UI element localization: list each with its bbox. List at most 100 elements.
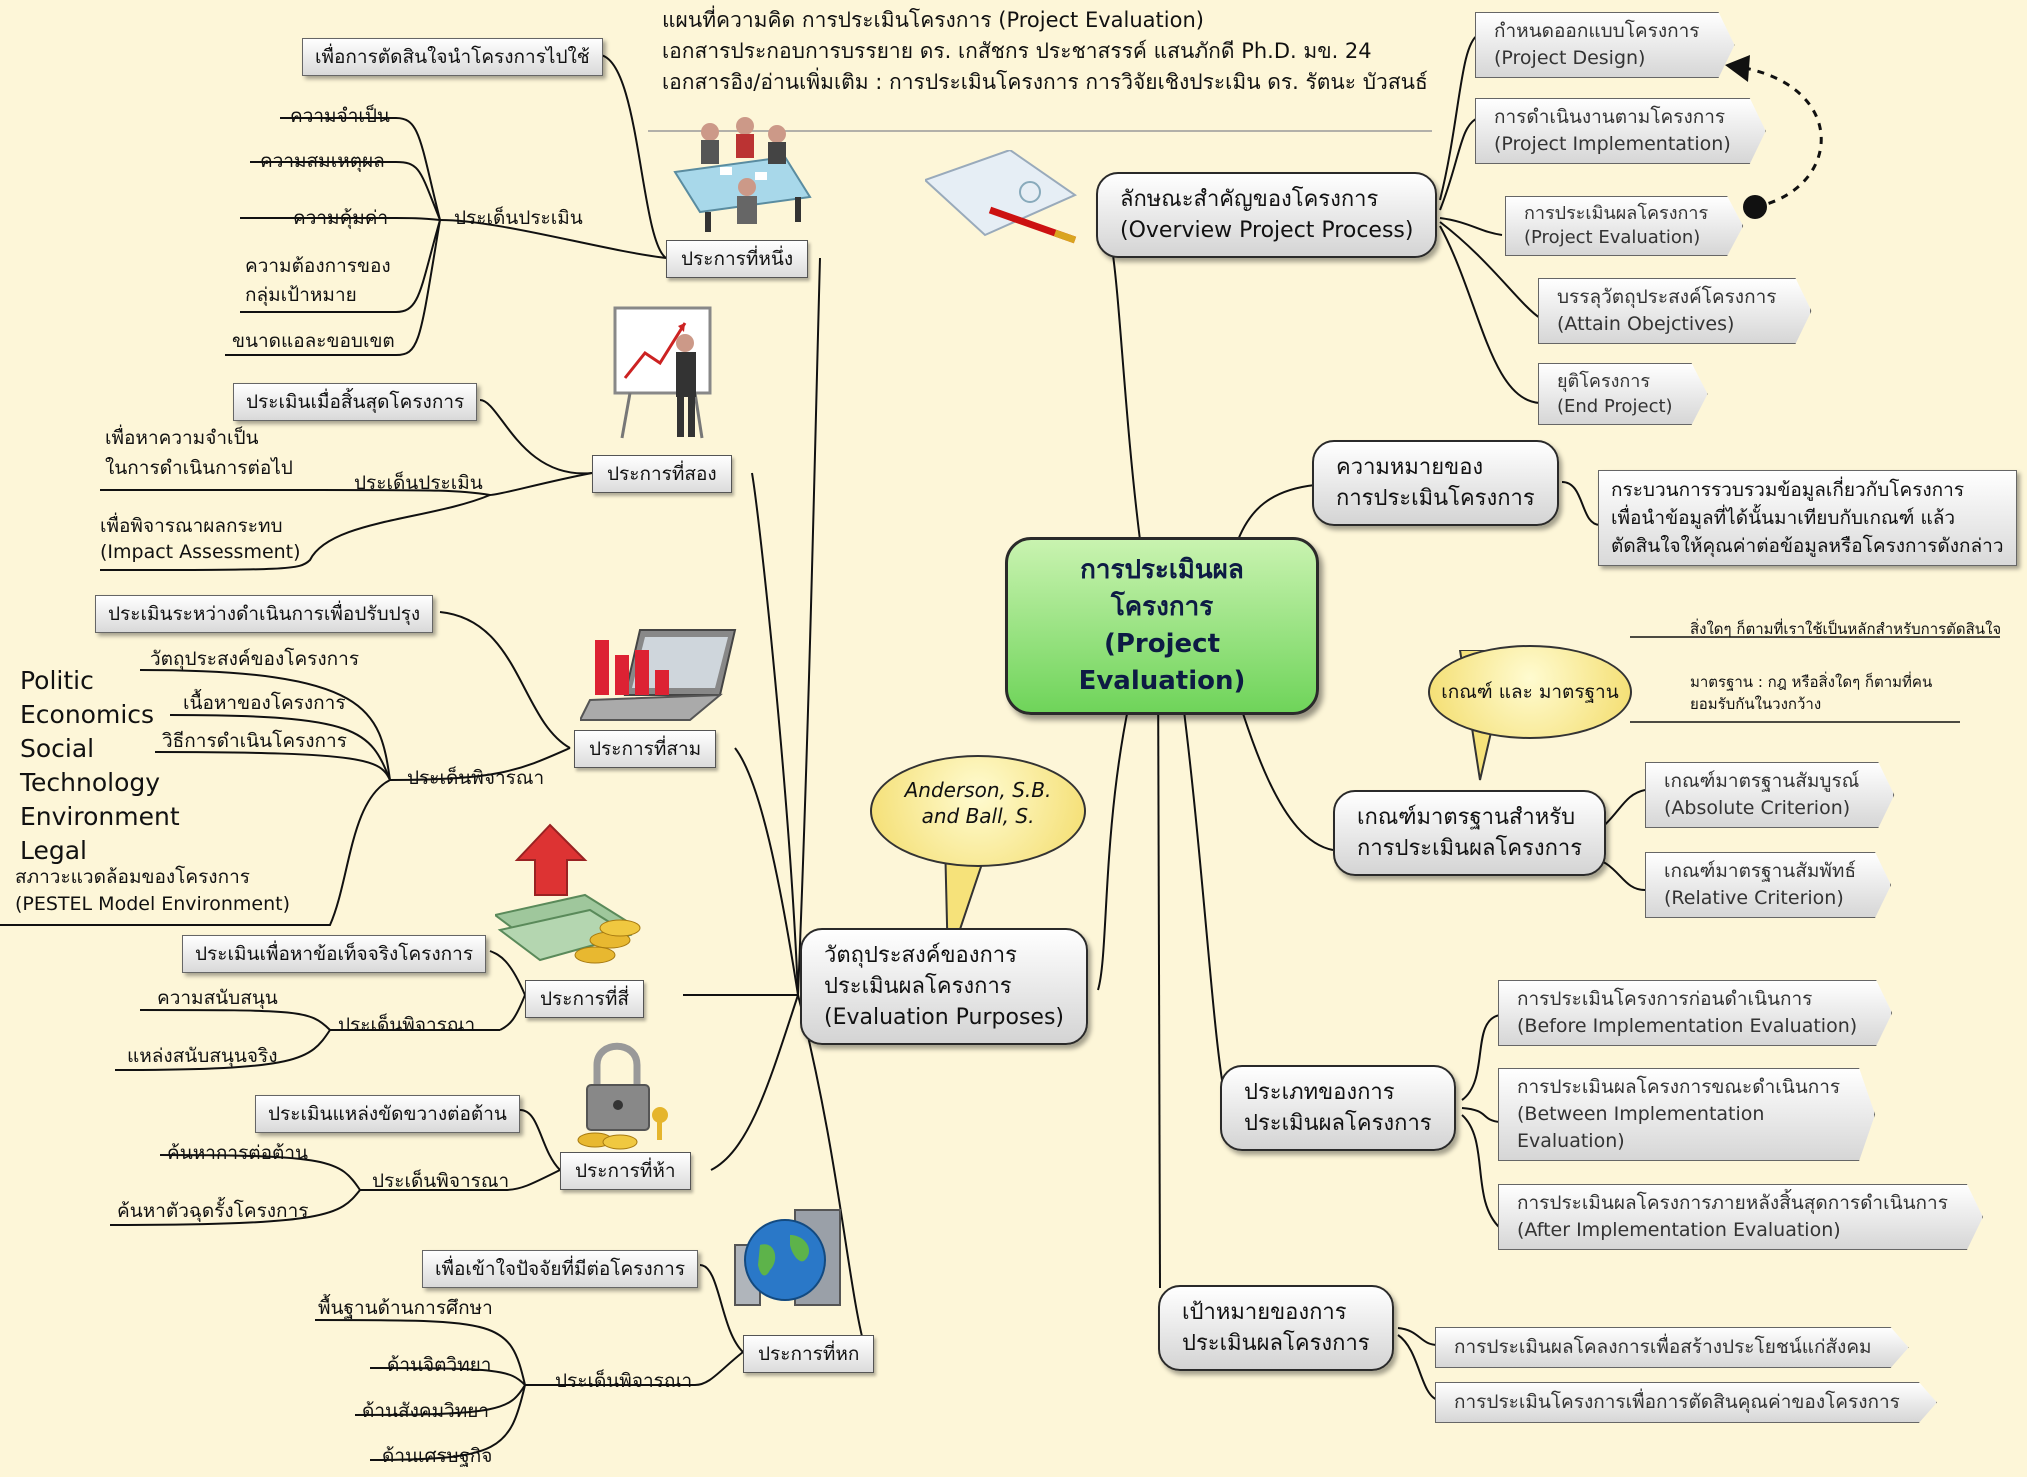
leaf: เนื้อหาของโครงการ [183,692,346,714]
bubble-line: and Ball, S. [921,804,1035,828]
tag-branch-3[interactable]: ประการที่สาม [574,730,717,768]
types-item-between[interactable]: การประเมินผลโครงการขณะดำเนินการ (Between… [1498,1068,1875,1161]
overview-node[interactable]: ลักษณะสำคัญของโครงการ (Overview Project … [1096,172,1438,258]
item-th: การประเมินโครงการก่อนดำเนินการ [1517,988,1813,1010]
item-en: (Absolute Criterion) [1664,797,1851,819]
item-en: (Relative Criterion) [1664,887,1844,909]
leaf: ค้นหาตัวฉุดรั้งโครงการ [117,1200,309,1222]
pestel-item: Environment [20,802,180,831]
criteria-note-1: สิ่งใดๆ ก็ตามที่เราใช้เป็นหลักสำหรับการต… [1690,620,2002,638]
money-arrow-illustration [495,823,641,964]
goals-item-value[interactable]: การประเมินโครงการเพื่อการตัดสินคุณค่าของ… [1435,1382,1937,1423]
note-underline [1630,636,2000,638]
tag-branch-5[interactable]: ประการที่ห้า [560,1152,691,1190]
definition-line: กระบวนการรวบรวมข้อมูลเกี่ยวกับโครงการ [1611,479,1965,501]
leaf: วิธีการดำเนินโครงการ [162,730,347,752]
leaf: ความต้องการของ [245,255,391,277]
pestel-item: Economics [20,700,155,729]
laptop-chart-illustration [580,629,737,721]
issue-branch-6: ประเด็นพิจารณา [555,1370,693,1392]
box-branch-1: เพื่อการตัดสินใจนำโครงการไปใช้ [302,38,603,76]
types-node[interactable]: ประเภทของการ ประเมินผลโครงการ [1220,1065,1456,1151]
item-en: (End Project) [1557,396,1673,417]
overview-item-design[interactable]: กำหนดออกแบบโครงการ (Project Design) [1475,12,1735,78]
anderson-bubble: Anderson, S.B. and Ball, S. [870,755,1086,867]
central-topic-th: การประเมินผลโครงการ [1080,555,1244,622]
criteria-note-2b: ยอมรับกันในวงกว้าง [1690,695,1822,713]
item-en: (After Implementation Evaluation) [1517,1219,1841,1241]
meaning-definition: กระบวนการรวบรวมข้อมูลเกี่ยวกับโครงการ เพ… [1598,470,2017,566]
leaf: ขนาดแอละขอบเขต [232,330,395,352]
meaning-subtitle: การประเมินโครงการ [1336,486,1535,511]
overview-item-objectives[interactable]: บรรลุวัตถุประสงค์โครงการ (Attain Obejcti… [1538,278,1811,344]
purposes-node[interactable]: วัตถุประสงค์ของการ ประเมินผลโครงการ (Eva… [800,928,1088,1045]
box-branch-5: ประเมินแหล่งขัดขวางต่อต้าน [255,1095,520,1133]
pestel-list: Politic Economics Social Technology Envi… [20,664,180,868]
overview-item-end[interactable]: ยุติโครงการ (End Project) [1538,363,1708,425]
leaf: เพื่อพิจารณาผลกระทบ [100,515,283,537]
leaf: ด้านสังคมวิทยา [362,1400,490,1422]
header-line-2: เอกสารประกอบการบรรยาย ดร. เกสัชกร ประชาส… [662,39,1372,63]
header-line-3: เอกสารอิง/อ่านเพิ่มเติม : การประเมินโครง… [662,70,1428,94]
goals-node[interactable]: เป้าหมายของการ ประเมินผลโครงการ [1158,1285,1394,1371]
goals-subtitle: ประเมินผลโครงการ [1182,1331,1370,1356]
leaf: แหล่งสนับสนุนจริง [127,1045,278,1067]
leaf: ความจำเป็น [290,105,390,127]
leaf: สภาวะแวดล้อมของโครงการ [15,866,250,888]
types-item-before[interactable]: การประเมินโครงการก่อนดำเนินการ (Before I… [1498,980,1892,1046]
criteria-title: เกณฑ์มาตรฐานสำหรับ [1357,805,1576,830]
tag-branch-6[interactable]: ประการที่หก [743,1335,875,1373]
item-en: (Project Implementation) [1494,133,1731,155]
box-branch-2: ประเมินเมื่อสิ้นสุดโครงการ [233,383,478,421]
padlock-coins-illustration [577,1042,668,1150]
item-en-2: Evaluation) [1517,1130,1625,1152]
item-th: การประเมินผลโครงการภายหลังสิ้นสุดการดำเน… [1517,1192,1948,1214]
leaf: ด้านจิตวิทยา [387,1354,492,1376]
leaf: ความสนับสนุน [157,987,278,1009]
pestel-item: Social [20,734,95,763]
pestel-item: Technology [20,768,161,797]
box-branch-6: เพื่อเข้าใจปัจจัยที่มีต่อโครงการ [422,1250,699,1288]
leaf: ความสมเหตุผล [260,150,385,172]
item-en: (Attain Obejctives) [1557,313,1735,335]
overview-item-evaluation[interactable]: การประเมินผลโครงการ (Project Evaluation) [1505,196,1743,256]
overview-item-implementation[interactable]: การดำเนินงานตามโครงการ (Project Implemen… [1475,98,1766,164]
item-th: การประเมินผลโครงการ [1524,203,1709,224]
bubble-line: Anderson, S.B. [904,778,1052,802]
tag-branch-2[interactable]: ประการที่สอง [592,455,732,493]
leaf: เพื่อหาความจำเป็น [105,427,259,449]
criteria-item-absolute[interactable]: เกณฑ์มาตรฐานสัมบูรณ์ (Absolute Criterion… [1645,762,1894,828]
document-pen-illustration [925,150,1078,244]
purposes-en: (Evaluation Purposes) [824,1005,1064,1030]
goals-item-society[interactable]: การประเมินผลโคลงการเพื่อสร้างประโยชน์แก่… [1435,1327,1909,1368]
leaf: กลุ่มเป้าหมาย [245,284,357,306]
tag-branch-4[interactable]: ประการที่สี่ [525,980,644,1018]
tag-branch-1[interactable]: ประการที่หนึ่ง [666,240,809,278]
item-en: (Between Implementation [1517,1103,1765,1125]
issue-branch-2: ประเด็นประเมิน [354,472,483,494]
criteria-subtitle: การประเมินผลโครงการ [1357,836,1583,861]
criteria-bubble: เกณฑ์ และ มาตรฐาน [1428,645,1632,739]
criteria-node[interactable]: เกณฑ์มาตรฐานสำหรับ การประเมินผลโครงการ [1333,790,1607,876]
central-topic-en: (Project Evaluation) [1078,629,1246,696]
item-th: ยุติโครงการ [1557,371,1651,392]
leaf: ในการดำเนินการต่อไป [105,457,293,479]
central-topic[interactable]: การประเมินผลโครงการ (Project Evaluation) [1005,537,1319,715]
pestel-item: Politic [20,666,94,695]
item-th: กำหนดออกแบบโครงการ [1494,20,1700,42]
definition-line: เพื่อนำข้อมูลที่ได้นั้นมาเทียบกับเกณฑ์ แ… [1611,507,1956,529]
box-branch-4: ประเมินเพื่อหาข้อเท็จจริงโครงการ [182,935,487,973]
goals-title: เป้าหมายของการ [1182,1300,1347,1325]
meeting-illustration [673,117,812,232]
item-th: เกณฑ์มาตรฐานสัมพัทธ์ [1664,860,1857,882]
types-item-after[interactable]: การประเมินผลโครงการภายหลังสิ้นสุดการดำเน… [1498,1184,1983,1250]
criteria-item-relative[interactable]: เกณฑ์มาตรฐานสัมพัทธ์ (Relative Criterion… [1645,852,1891,918]
meaning-node[interactable]: ความหมายของ การประเมินโครงการ [1312,440,1559,526]
item-en: (Project Evaluation) [1524,227,1701,248]
item-en: (Project Design) [1494,47,1646,69]
leaf: ด้านเศรษฐกิจ [382,1445,493,1467]
issue-branch-4: ประเด็นพิจารณา [338,1014,476,1036]
definition-line: ตัดสินใจให้คุณค่าต่อข้อมูลหรือโครงการดัง… [1611,535,2004,557]
issue-branch-5: ประเด็นพิจารณา [372,1170,510,1192]
